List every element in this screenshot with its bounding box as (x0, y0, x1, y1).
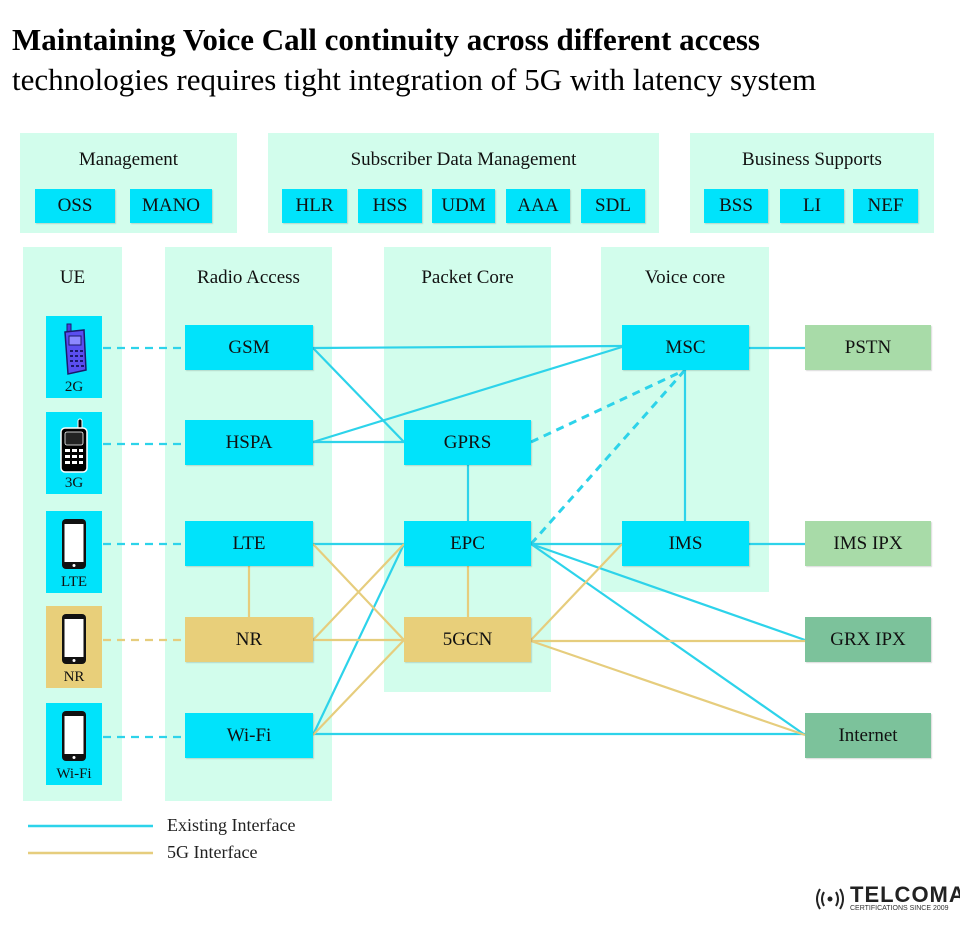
aaa-node: AAA (506, 189, 570, 223)
epc-msc-dashed-link (529, 369, 687, 545)
wifi-node: Wi-Fi (185, 713, 313, 758)
epc-node: EPC (404, 521, 531, 566)
grx-ipx-node: GRX IPX (805, 617, 931, 662)
sdm-label: Subscriber Data Management (350, 149, 577, 170)
gsm-node: GSM (185, 325, 313, 370)
ue-2g: 2G (46, 316, 102, 398)
ue-nr: NR (46, 606, 102, 688)
hlr-node: HLR (282, 189, 347, 223)
5gcn-ims-link (530, 543, 623, 641)
nr-epc-link (312, 543, 405, 641)
5gcn-node: 5GCN (404, 617, 531, 662)
radio-access-label: Radio Access (197, 267, 300, 288)
ue-column-label: UE (59, 267, 86, 288)
gsm-msc-link (312, 344, 623, 350)
hss-node: HSS (358, 189, 422, 223)
nr-node: NR (185, 617, 313, 662)
voice-core-label: Voice core (644, 267, 726, 288)
ue-3g-label: 3G (64, 475, 84, 491)
packet-core-label: Packet Core (421, 267, 514, 288)
ue-2g-label: 2G (64, 379, 84, 395)
epc-internet-link (530, 543, 806, 736)
ue-wifi: Wi-Fi (46, 703, 102, 785)
title-line-1: Maintaining Voice Call continuity across… (12, 22, 760, 57)
ue-nr-label: NR (63, 669, 85, 685)
logo-tagline: CERTIFICATIONS SINCE 2009 (850, 905, 949, 912)
sdl-node: SDL (581, 189, 645, 223)
ue-lte: LTE (46, 511, 102, 593)
smartphone-icon (62, 614, 86, 664)
cell-phone-icon (60, 418, 88, 473)
feature-phone-icon (64, 323, 87, 375)
gprs-msc-dashed-link (530, 368, 686, 444)
lte-node: LTE (185, 521, 313, 566)
ims-ipx-node: IMS IPX (805, 521, 931, 566)
smartphone-icon (62, 519, 86, 569)
smartphone-icon (62, 711, 86, 761)
wifi-5gcn-link (312, 639, 405, 736)
nef-node: NEF (853, 189, 918, 223)
internet-node: Internet (805, 713, 931, 758)
logo-name: TELCOMA (850, 882, 960, 907)
ue-lte-label: LTE (60, 574, 88, 590)
bss-node: BSS (704, 189, 768, 223)
pstn-node: PSTN (805, 325, 931, 370)
gsm-gprs-link (312, 347, 405, 443)
business-label: Business Supports (742, 149, 882, 170)
ims-node: IMS (622, 521, 749, 566)
epc-grx-link (530, 542, 806, 642)
ue-3g: 3G (46, 412, 102, 494)
udm-node: UDM (432, 189, 495, 223)
oss-node: OSS (35, 189, 115, 223)
5gcn-internet-link (530, 639, 806, 737)
hspa-msc-link (312, 345, 623, 444)
mano-node: MANO (130, 189, 212, 223)
ue-wifi-label: Wi-Fi (56, 766, 92, 782)
title-line-2: technologies requires tight integration … (12, 62, 817, 97)
hspa-node: HSPA (185, 420, 313, 465)
management-label: Management (78, 149, 179, 170)
msc-node: MSC (622, 325, 749, 370)
telcoma-logo: TELCOMA CERTIFICATIONS SINCE 2009 (812, 882, 960, 916)
gprs-node: GPRS (404, 420, 531, 465)
li-node: LI (780, 189, 844, 223)
legend-existing-label: Existing Interface (167, 815, 296, 835)
legend-5g-label: 5G Interface (167, 842, 258, 862)
signal-waves-icon (816, 888, 844, 910)
